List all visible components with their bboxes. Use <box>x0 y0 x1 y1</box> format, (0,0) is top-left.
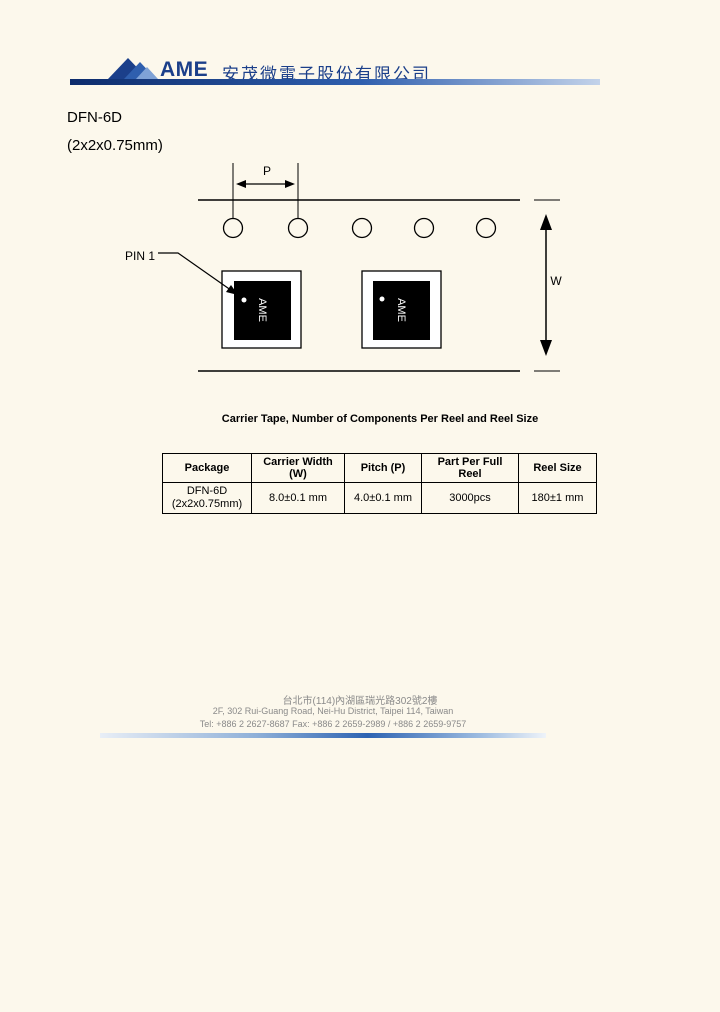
header-reel-size: Reel Size <box>518 453 597 483</box>
w-arrow-down <box>540 340 552 356</box>
sprocket-hole <box>351 217 373 239</box>
package-name: DFN-6D <box>67 109 122 126</box>
header-pitch: Pitch (P) <box>344 453 422 483</box>
chip-body <box>234 281 291 340</box>
footer-address-cn: 台北市(114)內湖區瑞光路302號2樓 <box>282 696 438 707</box>
pin1-leader-arrow <box>226 285 238 295</box>
footer-divider <box>100 733 546 738</box>
cell-pitch: 4.0±0.1 mm <box>344 482 422 514</box>
sprocket-hole <box>222 217 244 239</box>
package-line1: DFN-6D <box>186 485 228 497</box>
cell-part-per-reel: 3000pcs <box>421 482 519 514</box>
footer-contact: Tel: +886 2 2627-8687 Fax: +886 2 2659-2… <box>199 719 467 729</box>
page-header: AME 安茂微電子股份有限公司 <box>0 0 720 100</box>
reel-spec-table: Package Carrier Width (W) Pitch (P) Part… <box>162 453 597 514</box>
p-arrow-right <box>285 180 295 188</box>
package-dimensions: (2x2x0.75mm) <box>67 137 163 154</box>
p-arrow-left <box>236 180 246 188</box>
header-carrier-width: Carrier Width (W) <box>251 453 345 483</box>
table-row: DFN-6D (2x2x0.75mm) 8.0±0.1 mm 4.0±0.1 m… <box>162 482 597 514</box>
pin1-dot <box>379 296 385 302</box>
header-divider <box>70 79 600 85</box>
pin1-leader <box>158 252 236 294</box>
cell-reel-size: 180±1 mm <box>518 482 597 514</box>
pitch-label: P <box>263 164 271 178</box>
pin1-label: PIN 1 <box>125 249 155 263</box>
width-label: W <box>550 274 562 288</box>
footer-address-en: 2F, 302 Rui-Guang Road, Nei-Hu District,… <box>212 706 454 716</box>
chip-marking: AME <box>395 298 407 322</box>
carrier-tape-diagram: P W PIN 1 AME AME <box>125 163 562 372</box>
pin1-dot <box>241 297 247 303</box>
header-part-per-reel: Part Per Full Reel <box>421 453 519 483</box>
sprocket-hole <box>287 217 309 239</box>
table-header-row: Package Carrier Width (W) Pitch (P) Part… <box>162 453 597 483</box>
sprocket-hole <box>475 217 497 239</box>
cell-package: DFN-6D (2x2x0.75mm) <box>162 482 252 514</box>
package-line2: (2x2x0.75mm) <box>171 498 243 510</box>
chip-marking: AME <box>256 298 268 322</box>
logo-text: AME <box>160 58 209 81</box>
chip-body <box>373 281 430 340</box>
header-package: Package <box>162 453 252 483</box>
sprocket-hole <box>413 217 435 239</box>
ame-logo-icon <box>108 58 158 79</box>
w-arrow-up <box>540 214 552 230</box>
table-caption: Carrier Tape, Number of Components Per R… <box>221 413 539 425</box>
cell-carrier-width: 8.0±0.1 mm <box>251 482 345 514</box>
